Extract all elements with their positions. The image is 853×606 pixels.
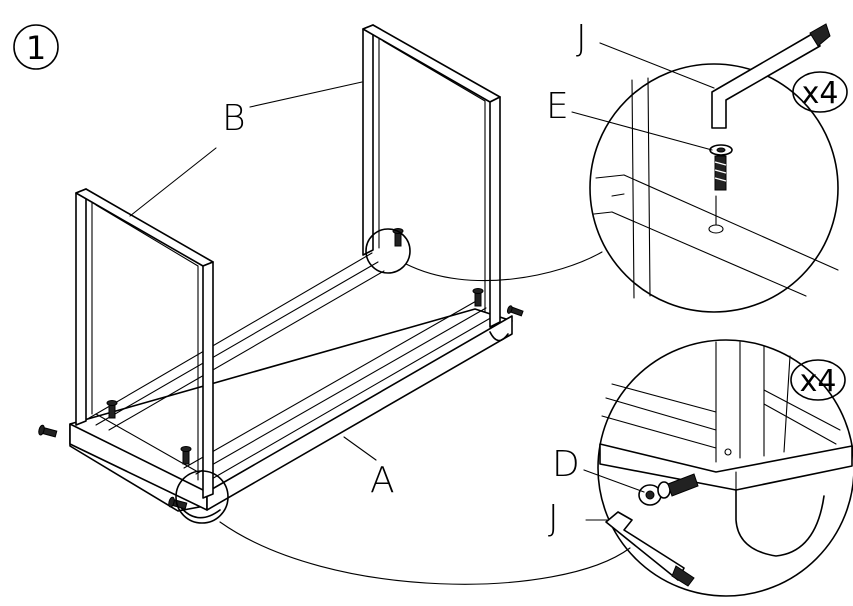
frame-bolts <box>38 228 524 510</box>
allen-key-j-top <box>711 23 831 129</box>
base-panel-top <box>69 308 513 512</box>
qty-top-text: x4 <box>802 76 839 111</box>
label-d: D <box>552 444 580 485</box>
side-frame-b-back <box>362 24 501 328</box>
label-j-bottom: J <box>548 498 559 539</box>
callout-circle-bottom <box>175 470 229 524</box>
base-panel-a <box>69 252 513 519</box>
step-number-circle <box>13 24 59 70</box>
label-b: B <box>222 98 246 139</box>
qty-badge-bottom: x4 <box>790 359 846 401</box>
callout-circle-top <box>365 228 411 274</box>
label-a: A <box>370 460 395 501</box>
step-number-badge: 1 <box>13 24 59 70</box>
frame-assembly <box>38 24 524 524</box>
allen-key-icon <box>605 511 685 581</box>
bolt-e <box>709 144 733 191</box>
bolt-d <box>638 473 699 506</box>
label-j-top: J <box>576 18 587 59</box>
leader-lines <box>129 81 631 585</box>
foot-back <box>489 331 509 342</box>
qty-bottom-text: x4 <box>800 364 837 399</box>
detail-bottom-circle <box>597 339 853 597</box>
side-frame-b-front <box>75 188 214 499</box>
bolt-icon <box>667 473 699 497</box>
detail-bottom: x4 D J <box>548 339 853 597</box>
qty-badge-top: x4 <box>792 71 848 113</box>
detail-top-circle <box>589 63 839 313</box>
allen-key-j-bottom <box>605 511 695 587</box>
detail-top: x4 J E <box>546 18 848 313</box>
base-panel-side-face <box>206 315 513 511</box>
label-e: E <box>546 86 569 127</box>
step-number-text: 1 <box>26 29 46 67</box>
